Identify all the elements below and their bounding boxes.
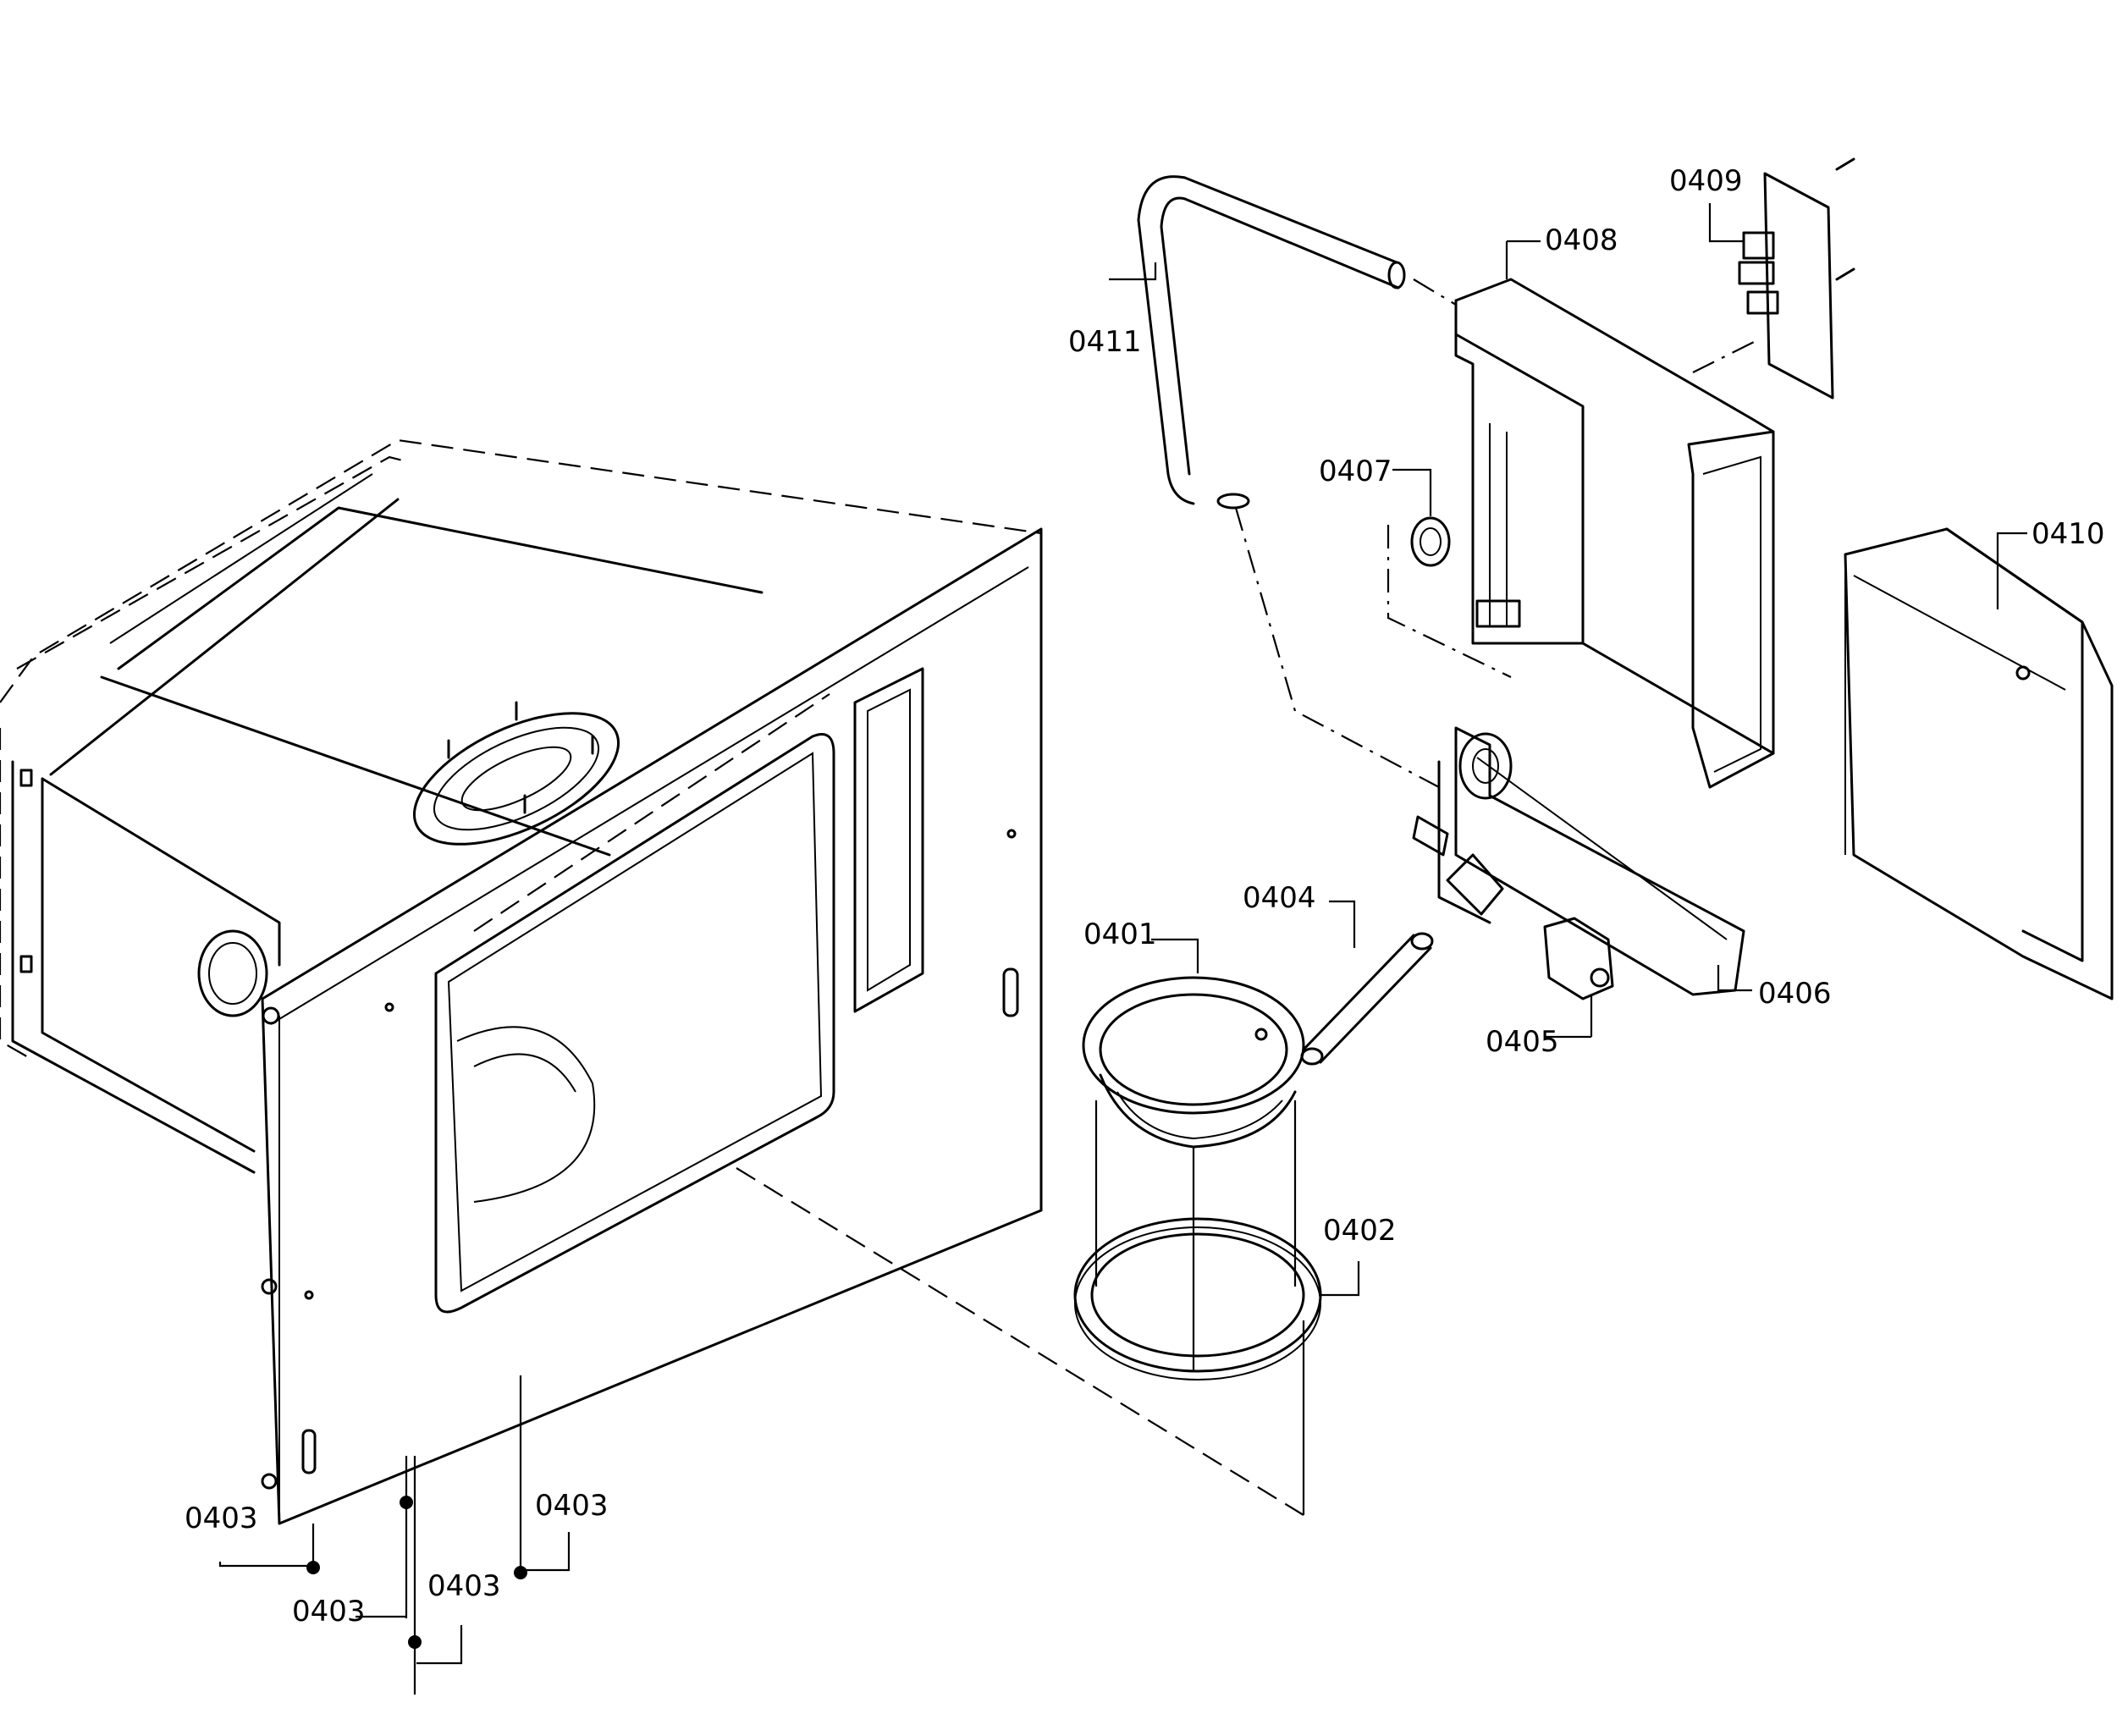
label-0408: 0408 [1545, 223, 1618, 257]
part-0408-housing-drawing [1454, 278, 1775, 789]
label-0405: 0405 [1486, 1025, 1559, 1059]
label-0410: 0410 [2032, 517, 2105, 551]
label-0406: 0406 [1758, 977, 1832, 1011]
screw-0403-c [408, 1635, 422, 1649]
oven-cavity-drawing [0, 438, 1304, 1695]
screw-0403-b [400, 1496, 413, 1509]
part-0411-hose-drawing [1137, 175, 1457, 788]
part-0402-gasket-drawing [1073, 1217, 1322, 1381]
part-0410-cover-drawing [1844, 527, 2114, 1000]
screw-0403-a [306, 1561, 320, 1574]
label-0403-d: 0403 [535, 1489, 609, 1523]
label-0409: 0409 [1669, 164, 1743, 198]
label-0404: 0404 [1243, 881, 1316, 915]
part-0406-tray-drawing [1412, 726, 1745, 996]
ring-leaders [1094, 1100, 1305, 1515]
label-0402: 0402 [1323, 1214, 1397, 1248]
part-0401-ring-drawing [1082, 976, 1305, 1149]
label-0403-b: 0403 [292, 1595, 366, 1629]
part-0407-seal-drawing [1387, 516, 1512, 678]
part-0404-tube-drawing [1300, 932, 1434, 1066]
screw-0403-d [514, 1566, 527, 1579]
part-0409-board-drawing [1738, 157, 1855, 400]
leader-lines [218, 203, 2027, 1665]
part-0405-valve-drawing [1543, 917, 1614, 1000]
label-0403-c: 0403 [427, 1569, 501, 1603]
label-0403-a: 0403 [185, 1502, 258, 1535]
label-0407: 0407 [1319, 455, 1392, 488]
label-0411: 0411 [1068, 325, 1142, 359]
label-0401: 0401 [1083, 918, 1157, 951]
